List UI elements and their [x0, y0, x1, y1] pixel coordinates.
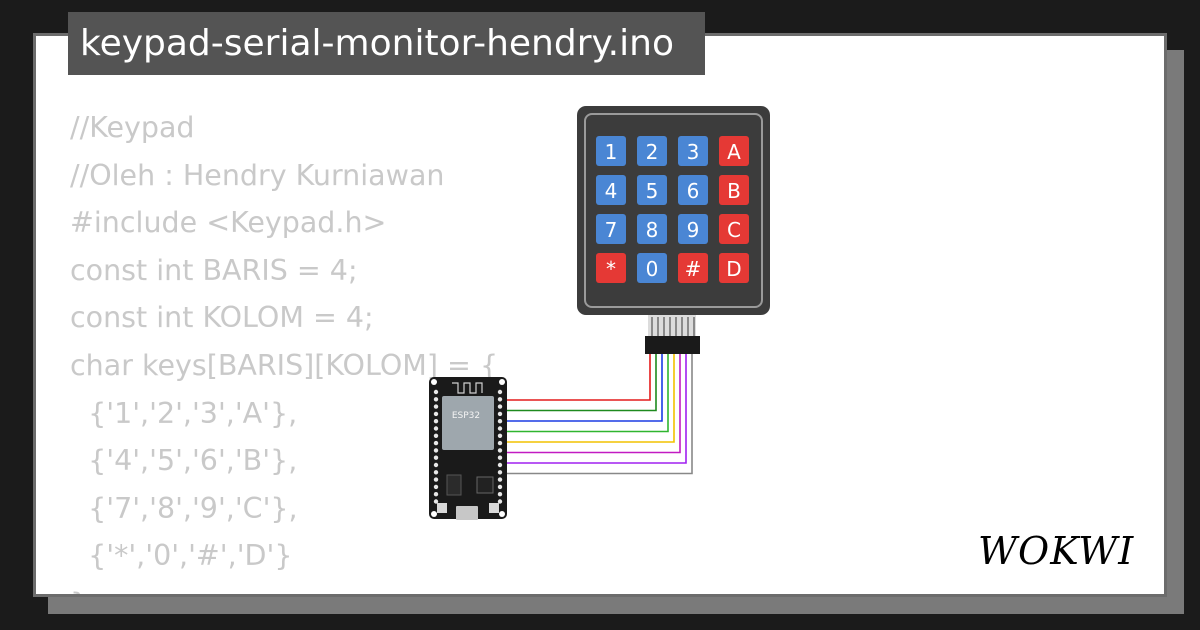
wokwi-logo-text: WOKWI	[978, 529, 1134, 573]
esp32-button-right	[489, 503, 499, 513]
code-line: {'1','2','3','A'},	[70, 396, 298, 430]
keypad-key[interactable]: *	[596, 253, 626, 283]
wire	[502, 354, 669, 433]
esp32-button-left	[437, 503, 447, 513]
esp32-module	[442, 396, 494, 450]
code-preview: //Keypad //Oleh : Hendry Kurniawan #includ…	[70, 104, 499, 594]
code-line: {'*','0','#','D'}	[70, 539, 293, 573]
keypad-key-label: *	[606, 257, 616, 281]
esp32-mount-hole	[499, 379, 505, 385]
keypad-key[interactable]: 4	[596, 175, 626, 205]
keypad-key[interactable]: A	[719, 136, 749, 166]
keypad-key-label: 5	[646, 179, 659, 203]
wire	[502, 354, 657, 412]
keypad-key-label: 4	[605, 179, 618, 203]
code-line: #include <Keypad.h>	[70, 206, 387, 240]
keypad-key[interactable]: 5	[637, 175, 667, 205]
wokwi-logo: WOKWI	[978, 529, 1134, 573]
keypad-key-label: 6	[687, 179, 700, 203]
keypad-key[interactable]: B	[719, 175, 749, 205]
code-line: const int BARIS = 4;	[70, 253, 358, 287]
wire	[502, 354, 693, 475]
wires	[502, 354, 693, 475]
keypad-inner-border	[584, 113, 763, 308]
keypad-key-label: 8	[646, 218, 659, 242]
code-line: const int KOLOM = 4;	[70, 301, 374, 335]
keypad-key[interactable]: C	[719, 214, 749, 244]
code-line: //Keypad	[70, 111, 195, 144]
keypad-key[interactable]: #	[678, 253, 708, 283]
keypad-key[interactable]: D	[719, 253, 749, 283]
keypad-key[interactable]: 2	[637, 136, 667, 166]
keypad-key-label: 1	[605, 140, 618, 164]
keypad-ribbon	[645, 315, 700, 354]
keypad-connector	[645, 336, 700, 354]
wire	[502, 354, 663, 422]
code-line: {'7','8','9','C'},	[70, 491, 298, 525]
keypad-component: 1 2 3 A 4 5 6 B 7 8 9 C * 0 # D	[577, 106, 770, 354]
keypad-key-label: B	[727, 179, 741, 203]
esp32-small-chip	[476, 476, 494, 494]
wire	[502, 354, 681, 454]
keypad-key[interactable]: 1	[596, 136, 626, 166]
esp32-antenna	[452, 382, 483, 394]
keypad-key-label: 7	[605, 218, 618, 242]
code-line: //Oleh : Hendry Kurniawan	[70, 158, 445, 192]
esp32-chip-label: ESP32	[452, 411, 480, 421]
esp32-usb-port	[456, 506, 478, 520]
keypad-key-label: C	[727, 218, 741, 242]
wire	[502, 354, 687, 464]
esp32-mount-hole	[431, 379, 437, 385]
keypad-key-label: 2	[646, 140, 659, 164]
esp32-mount-hole	[499, 511, 505, 517]
project-title: keypad-serial-monitor-hendry.ino	[68, 12, 705, 75]
wire	[502, 354, 675, 443]
wire	[502, 354, 651, 401]
keypad-key-label: 3	[687, 140, 700, 164]
keypad-key[interactable]: 0	[637, 253, 667, 283]
keypad-key-label: D	[726, 257, 741, 281]
keypad-key-label: 0	[646, 257, 659, 281]
keypad-key[interactable]: 8	[637, 214, 667, 244]
esp32-mount-hole	[431, 511, 437, 517]
keypad-key[interactable]: 7	[596, 214, 626, 244]
code-line: {'4','5','6','B'},	[70, 444, 298, 478]
esp32-regulator	[446, 474, 462, 496]
keypad-key[interactable]: 9	[678, 214, 708, 244]
esp32-pins	[433, 389, 503, 504]
keypad-key-label: 9	[687, 218, 700, 242]
keypad-keys: 1 2 3 A 4 5 6 B 7 8 9 C * 0 # D	[596, 136, 749, 283]
keypad-key-label: A	[727, 140, 741, 164]
keypad-key-label: #	[685, 257, 702, 281]
keypad-key[interactable]: 6	[678, 175, 708, 205]
esp32-board: ESP32	[429, 377, 507, 520]
code-line: };	[70, 580, 498, 594]
code-line: char keys[BARIS][KOLOM] = {	[70, 348, 499, 382]
keypad-key[interactable]: 3	[678, 136, 708, 166]
